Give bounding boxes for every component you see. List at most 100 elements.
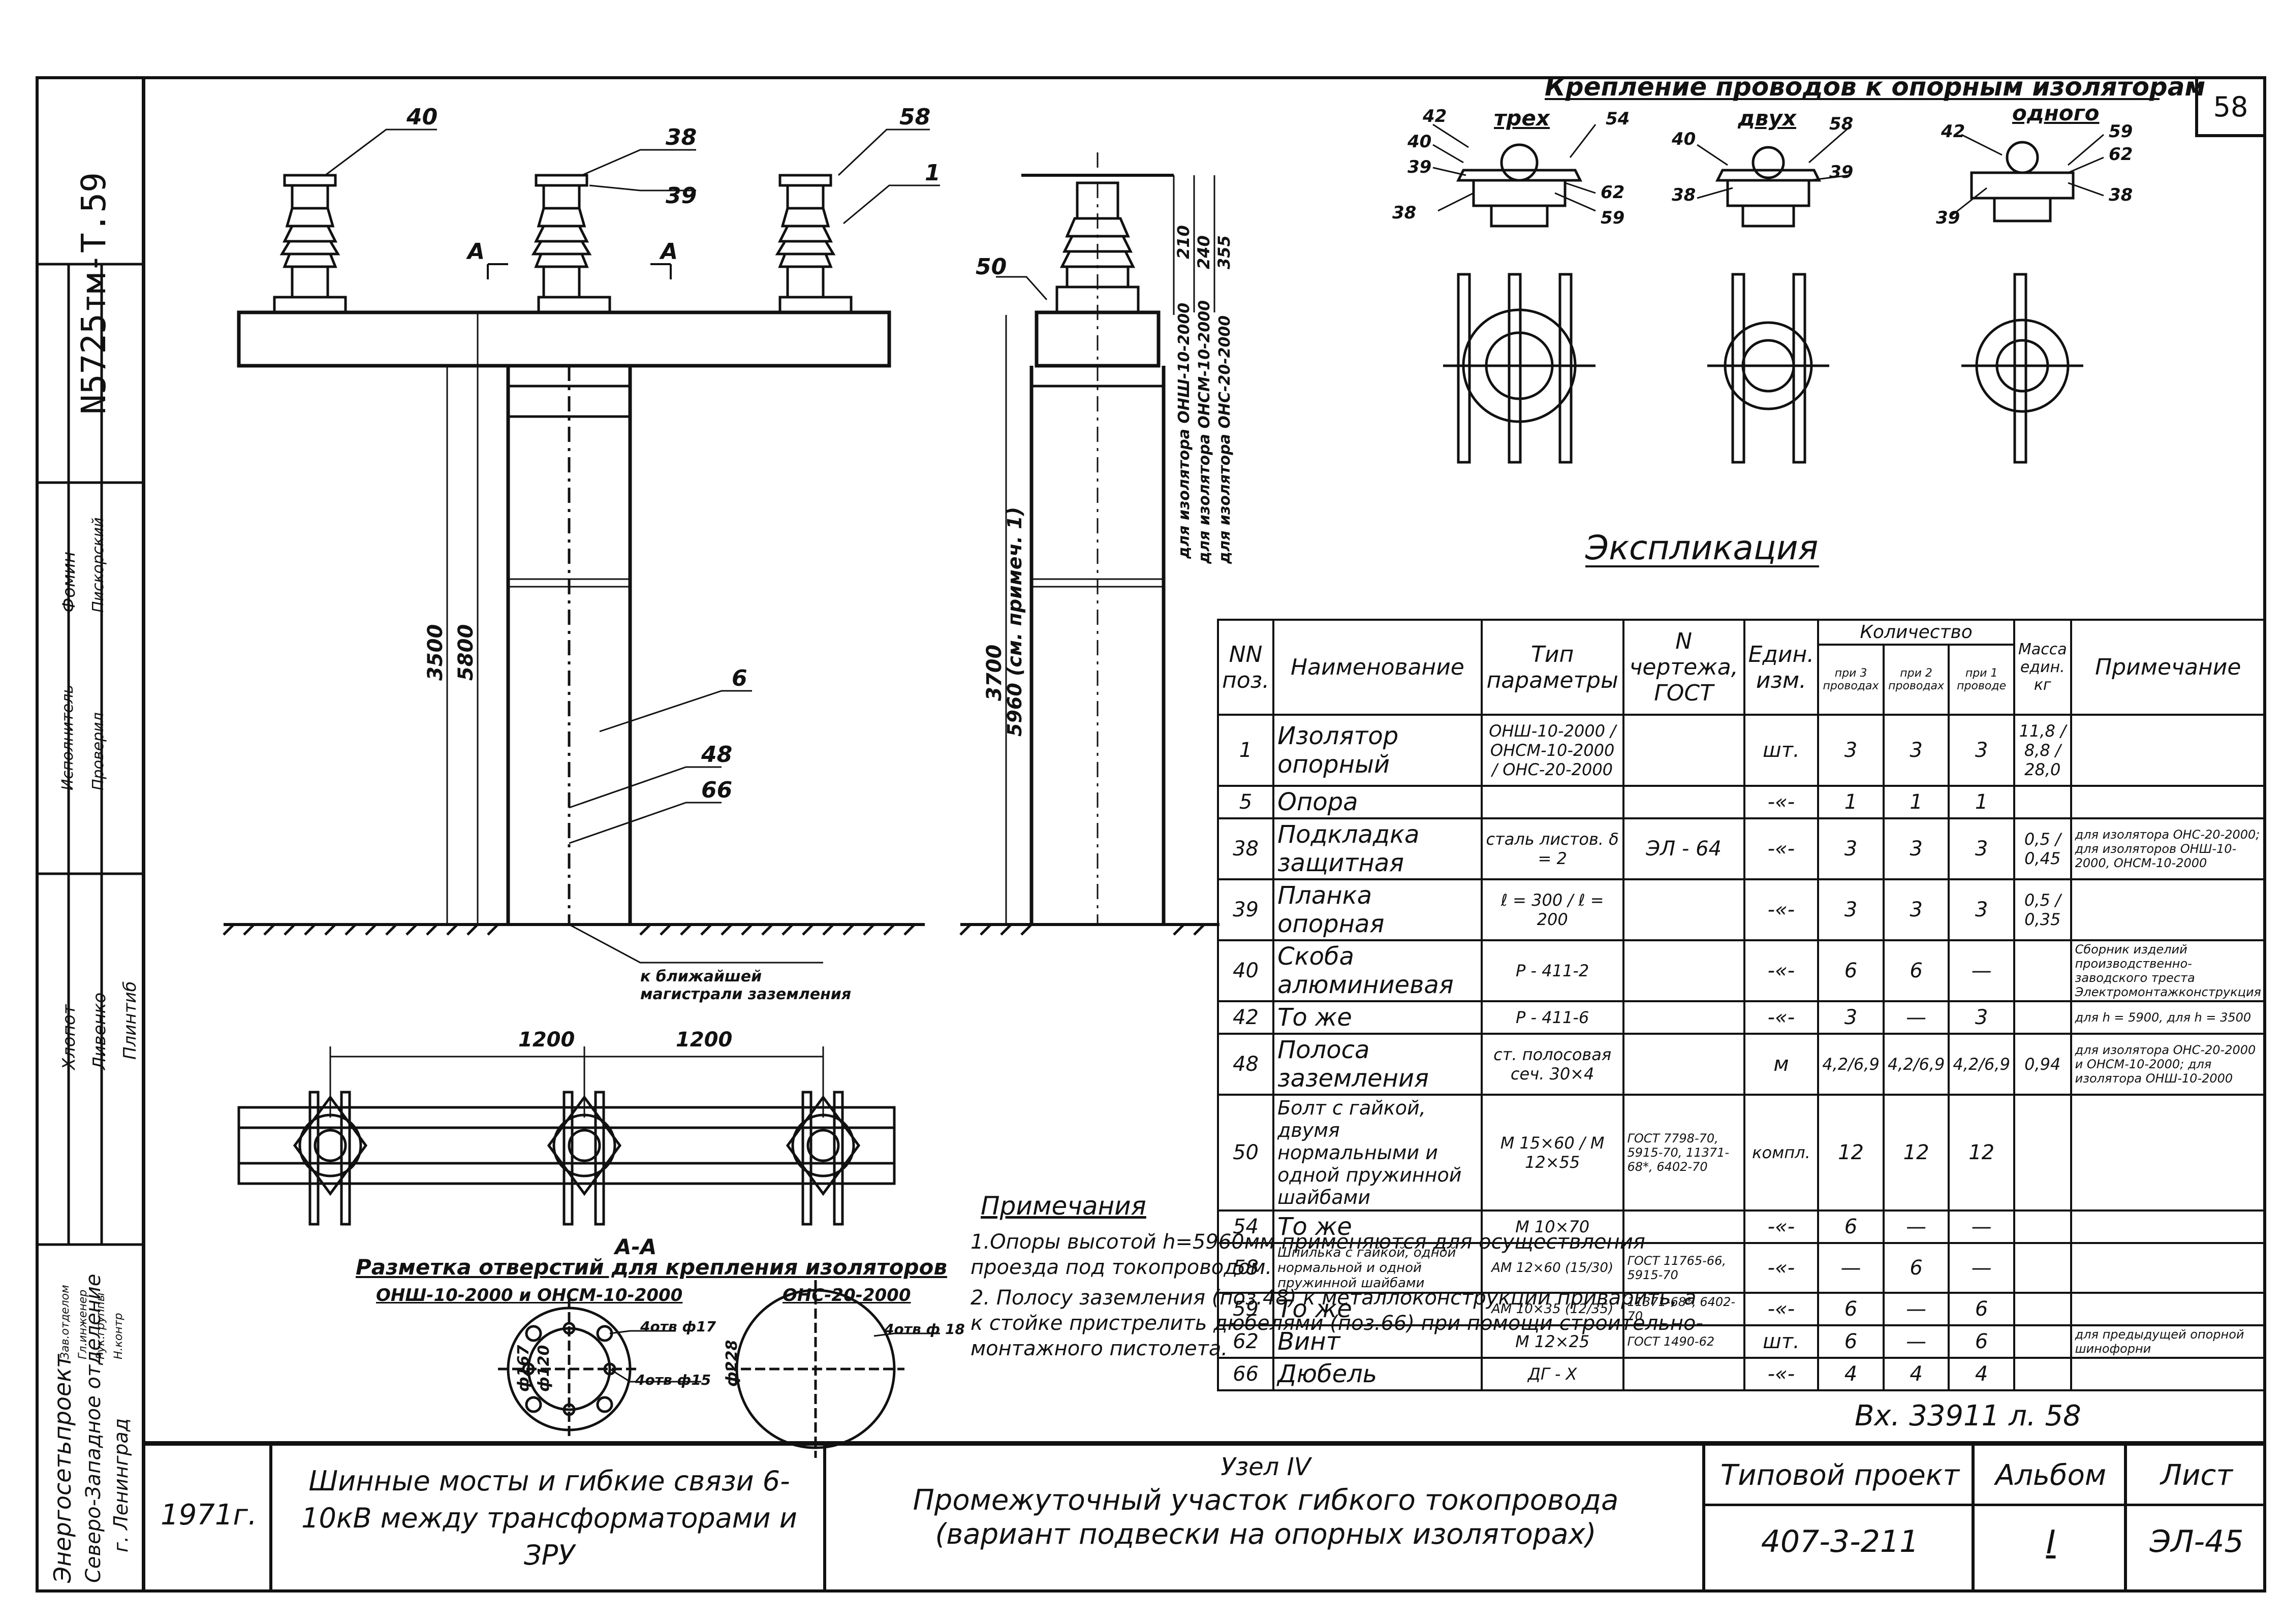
cell-type: М 12×25 (1480, 1324, 1624, 1359)
fastening-label: 59 (2109, 121, 2133, 142)
cell-note: Сборник изделий производственно-заводско… (2070, 939, 2267, 1002)
cell-q1: 3 (1948, 714, 2015, 787)
section-title: Разметка отверстий для крепления изолято… (356, 1255, 947, 1280)
cell-note (2070, 1292, 2267, 1326)
cell-name: Подкладка защитная (1272, 817, 1483, 880)
cell-note (2070, 1357, 2267, 1391)
cell-pos: 50 (1216, 1094, 1275, 1212)
cell-q2: — (1882, 1000, 1950, 1035)
sheet-title: Промежуточный участок гибкого токопровод… (913, 1484, 1619, 1551)
col-qty2: при 2 проводах (1882, 644, 1950, 716)
cell-q3: — (1817, 1242, 1885, 1294)
cell-type: М 10×70 (1480, 1209, 1624, 1244)
table-row: 1 Изолятор опорный ОНШ-10-2000 / ОНСМ-10… (1216, 714, 2267, 787)
cell-q2: — (1882, 1324, 1950, 1359)
tb-sheet-cell: Лист ЭЛ-45 (2124, 1443, 2266, 1593)
front-label: 66 (701, 777, 732, 803)
fastening-label: 38 (1392, 203, 1416, 223)
cell-q2: 4,2/6,9 (1882, 1033, 1950, 1096)
col-drawing: N чертежа, ГОСТ (1622, 619, 1745, 716)
cell-name: Скоба алюминиевая (1272, 939, 1483, 1002)
hole-callout: 4отв ф 18 (884, 1321, 965, 1338)
note-item: 2. Полосу заземления (поз.48) к металлок… (971, 1286, 1703, 1360)
cell-note (2070, 785, 2267, 819)
fastening-subtitle: трех (1494, 106, 1550, 131)
dim-240: 240 (1194, 235, 1213, 269)
tb-typical-project-cell: Типовой проект 407-3-211 (1702, 1443, 1975, 1593)
cell-q2: 6 (1882, 939, 1950, 1002)
cell-note (2070, 1094, 2267, 1212)
table-row: 59 То же АМ 10×35 (12/35) 11371-68*, 640… (1216, 1292, 2267, 1326)
cell-q3: 1 (1817, 785, 1885, 819)
cell-name: Полоса заземления (1272, 1033, 1483, 1096)
cell-type: АМ 10×35 (12/35) (1480, 1292, 1624, 1326)
cell-unit: -«- (1743, 817, 1820, 880)
cell-q2: — (1882, 1209, 1950, 1244)
fastening-label: 39 (1829, 162, 1853, 182)
cell-type: ст. полосовая сеч. 30×4 (1480, 1033, 1624, 1096)
cell-q3: 3 (1817, 1000, 1885, 1035)
note-item: 1.Опоры высотой h=5960мм применяются для… (971, 1230, 1645, 1279)
inventory-stamp: Вх. 33911 л. 58 (1855, 1399, 2081, 1432)
table-row: 58 Шпилька с гайкой, одной нормальной и … (1216, 1242, 2267, 1294)
cell-mass: 0,5 / 0,35 (2013, 878, 2072, 941)
cell-name: Дюбель (1272, 1357, 1483, 1391)
year: 1971г. (161, 1499, 257, 1532)
cell-mass (2013, 939, 2072, 1002)
cell-note (2070, 714, 2267, 787)
tb-year-cell: 1971г. (142, 1443, 269, 1593)
dim-210: 210 (1174, 225, 1193, 259)
cell-q3: 6 (1817, 1209, 1885, 1244)
cell-pos: 59 (1216, 1292, 1275, 1326)
insulator-note: для изолятора ОНСМ-10-2000 (1196, 300, 1213, 564)
tb-album-cell: Альбом I (1972, 1443, 2127, 1593)
explication-title: Экспликация (1585, 528, 1819, 567)
cell-note: для h = 5900, для h = 3500 (2070, 1000, 2267, 1035)
cell-unit: -«- (1743, 1000, 1820, 1035)
cell-unit: -«- (1743, 878, 1820, 941)
side-label: 50 (976, 254, 1007, 280)
notes-title: Примечания (981, 1191, 1146, 1221)
cell-pos: 39 (1216, 878, 1275, 941)
cell-unit: шт. (1743, 1324, 1820, 1359)
cell-drawing (1622, 939, 1745, 1002)
sheet-corner-number: 58 (2195, 76, 2266, 137)
cell-name: Винт (1272, 1324, 1483, 1359)
cell-q1: — (1948, 939, 2015, 1002)
cell-q2: 6 (1882, 1242, 1950, 1294)
front-label: 38 (666, 124, 697, 150)
cell-q2: 3 (1882, 817, 1950, 880)
cell-mass (2013, 1094, 2072, 1212)
cell-name: Опора (1272, 785, 1483, 819)
col-qty3: при 3 проводах (1817, 644, 1885, 716)
cell-mass (2013, 1324, 2072, 1359)
table-row: 48 Полоса заземления ст. полосовая сеч. … (1216, 1033, 2267, 1096)
cell-type: ℓ = 300 / ℓ = 200 (1480, 878, 1624, 941)
hole-dim: ф228 (723, 1340, 741, 1387)
hole-dim: ф167 (515, 1345, 533, 1392)
cell-unit: м (1743, 1033, 1820, 1096)
cell-pos: 58 (1216, 1242, 1275, 1294)
fastening-label: 42 (1941, 121, 1965, 142)
cell-unit: -«- (1743, 1357, 1820, 1391)
cell-type: сталь листов. δ = 2 (1480, 817, 1624, 880)
cell-drawing: ГОСТ 1490-62 (1622, 1324, 1745, 1359)
cell-drawing (1622, 878, 1745, 941)
section-left-caption: ОНШ-10-2000 и ОНСМ-10-2000 (376, 1285, 683, 1305)
cell-name: Шпилька с гайкой, одной нормальной и одн… (1272, 1242, 1483, 1294)
fastening-label: 62 (1601, 182, 1624, 203)
fastening-label: 39 (1408, 157, 1431, 177)
hole-callout: 4отв ф15 (635, 1372, 711, 1388)
explication-table: NN поз. Наименование Тип параметры N чер… (1216, 619, 2267, 1391)
fastening-subtitle: одного (2012, 101, 2100, 125)
fastening-label: 54 (1606, 109, 1630, 129)
cell-name: То же (1272, 1292, 1483, 1326)
dim-355: 355 (1214, 235, 1234, 269)
cell-pos: 54 (1216, 1209, 1275, 1244)
cell-mass: 0,94 (2013, 1033, 2072, 1096)
plan-dim: 1200 (676, 1028, 732, 1052)
signature-strip: Энергосетьпроект Северо-Западное отделен… (36, 76, 145, 1593)
dim-3700: 3700 (983, 645, 1006, 701)
cell-pos: 1 (1216, 714, 1275, 787)
cell-type: АМ 12×60 (15/30) (1480, 1242, 1624, 1294)
